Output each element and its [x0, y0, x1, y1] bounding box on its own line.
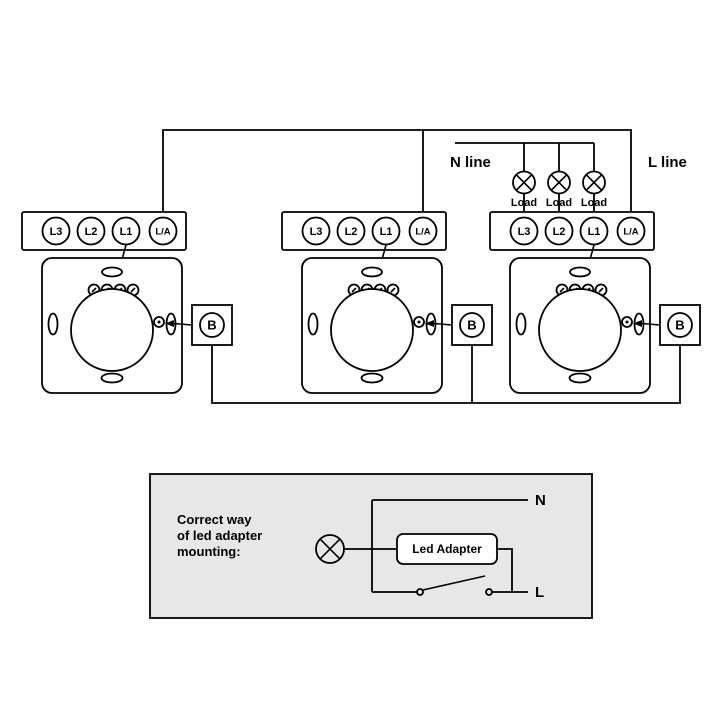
- terminal-la-label: L/A: [415, 227, 430, 238]
- legend-n-label: N: [535, 492, 546, 509]
- legend-caption-line1: Correct way: [177, 512, 252, 527]
- terminal-l3-label: L3: [518, 226, 531, 238]
- switch-unit-3: L3 L2 L1 L/A B: [489, 211, 701, 394]
- indicator-dot: [157, 320, 161, 324]
- terminal-la-label: L/A: [155, 227, 170, 238]
- legend-l-label: L: [535, 584, 544, 601]
- indicator-dot: [417, 320, 421, 324]
- bottom-slot: [568, 372, 592, 384]
- bottom-slot: [100, 372, 124, 384]
- adapter-arrow-head: [633, 320, 642, 327]
- left-mount-hole: [307, 312, 319, 336]
- adapter-arrow-head: [165, 320, 174, 327]
- terminal-l2: [544, 216, 574, 246]
- switch-contact-left: [416, 588, 424, 596]
- legend-caption-line2: of led adapter: [177, 528, 262, 543]
- legend-caption-line3: mounting:: [177, 544, 241, 559]
- terminal-l1: [579, 216, 609, 246]
- n-line-label: N line: [450, 154, 491, 171]
- switch-unit-2: L3 L2 L1 L/A B: [281, 211, 493, 394]
- touch-circle: [538, 288, 622, 372]
- top-slot: [101, 266, 123, 278]
- left-mount-hole: [47, 312, 59, 336]
- terminal-la-label: L/A: [623, 227, 638, 238]
- supply-wiring: L line N line Load Load Load: [162, 129, 687, 404]
- led-adapter-circle: [667, 312, 693, 338]
- terminal-l1: [371, 216, 401, 246]
- terminal-l2-label: L2: [345, 226, 358, 238]
- terminal-l3: [509, 216, 539, 246]
- l-line-wire: [162, 129, 632, 212]
- adapter-arrow-line: [433, 322, 453, 326]
- terminal-l3: [301, 216, 331, 246]
- terminal-l1-label: L1: [380, 226, 393, 238]
- terminal-l2: [76, 216, 106, 246]
- screw-slot: [91, 287, 97, 293]
- touch-circle: [70, 288, 154, 372]
- led-adapter-label: B: [467, 318, 476, 333]
- led-adapter-label: B: [207, 318, 216, 333]
- legend-frame: [149, 473, 593, 619]
- terminal-l2-label: L2: [553, 226, 566, 238]
- screw-slot: [130, 287, 136, 293]
- terminal-l3: [41, 216, 71, 246]
- led-adapter-circle: [199, 312, 225, 338]
- adapter-arrow-line: [641, 322, 661, 326]
- top-slot: [569, 266, 591, 278]
- adapter-right-lead-wire: [497, 548, 513, 592]
- lamp1-cross: [515, 174, 533, 191]
- terminal-la: [148, 216, 178, 246]
- lamp-icon: [512, 170, 536, 195]
- top-slot: [361, 266, 383, 278]
- lamp3-cross: [585, 174, 603, 191]
- led-adapter-block-label: Led Adapter: [412, 542, 482, 556]
- terminal-l2-label: L2: [85, 226, 98, 238]
- terminal-la: [408, 216, 438, 246]
- screw-slot: [351, 287, 357, 293]
- indicator-dot: [625, 320, 629, 324]
- terminal-l1: [111, 216, 141, 246]
- adapter-arrow-head: [425, 320, 434, 327]
- screw-slot: [598, 287, 604, 293]
- switch-unit-1: L3 L2 L1 L/A B: [21, 211, 233, 394]
- lamp-icon: [582, 170, 606, 195]
- switch-blade: [422, 575, 486, 591]
- left-mount-hole: [515, 312, 527, 336]
- l-line-label: L line: [648, 154, 687, 171]
- terminal-l3-label: L3: [310, 226, 323, 238]
- legend-lamp-cross: [319, 538, 341, 560]
- terminal-l3-label: L3: [50, 226, 63, 238]
- lamp2-cross: [550, 174, 568, 191]
- led-adapter-circle: [459, 312, 485, 338]
- legend-box: Correct way of led adapter mounting: N L…: [149, 473, 593, 619]
- adapter-arrow-line: [173, 322, 193, 326]
- terminal-la: [616, 216, 646, 246]
- terminal-l1-label: L1: [120, 226, 133, 238]
- screw-slot: [559, 287, 565, 293]
- load-label-3: Load: [581, 197, 607, 209]
- screw-slot: [390, 287, 396, 293]
- led-adapter-label: B: [675, 318, 684, 333]
- load-label-2: Load: [546, 197, 572, 209]
- lamp-icon: [547, 170, 571, 195]
- bottom-slot: [360, 372, 384, 384]
- adapter-common-wire: [211, 345, 681, 404]
- touch-circle: [330, 288, 414, 372]
- terminal-l2: [336, 216, 366, 246]
- terminal-l1-label: L1: [588, 226, 601, 238]
- load-label-1: Load: [511, 197, 537, 209]
